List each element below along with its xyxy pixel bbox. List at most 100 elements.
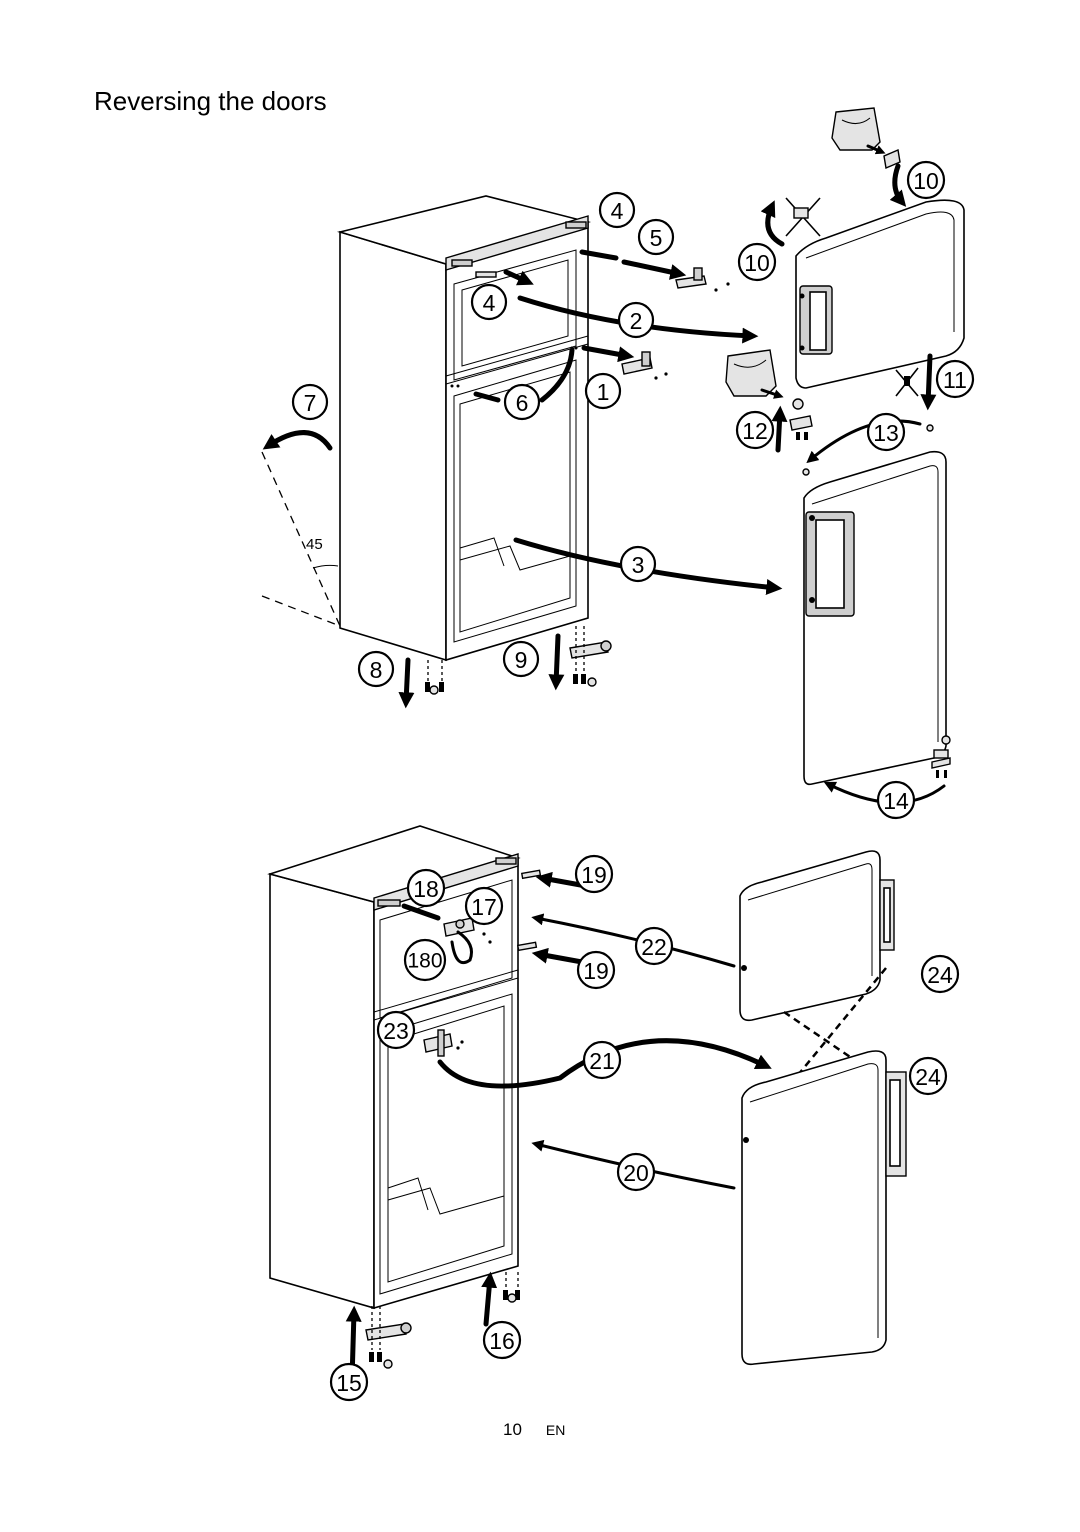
arrow-13-icon: [806, 419, 922, 464]
step-21: 21: [582, 1040, 622, 1080]
step-22: 22: [634, 926, 674, 966]
step-4a: 4: [598, 191, 636, 229]
arrow-4-hinge-icon: [579, 249, 619, 261]
arrow-6-curve-icon: [539, 347, 575, 403]
step-2: 2: [617, 301, 655, 339]
step-11: 11: [935, 359, 975, 399]
step-19b: 19: [576, 950, 616, 990]
step-14: 14: [876, 780, 916, 820]
tilt-angle-guide: 45: [261, 451, 341, 627]
bottom-door-pin: [931, 735, 951, 778]
freezer-door-reassembled: [739, 850, 895, 1022]
arrow-1-icon: [581, 345, 635, 363]
step-24a: 24: [920, 954, 960, 994]
step-8: 8: [357, 650, 395, 688]
svg-text:15: 15: [336, 1370, 362, 1396]
svg-text:11: 11: [943, 367, 967, 393]
fridge-cabinet-top: [336, 195, 592, 662]
middle-hinge-part: [621, 351, 668, 380]
svg-text:19: 19: [581, 862, 607, 888]
svg-text:19: 19: [583, 958, 609, 984]
step-labels: 4 5 4 2 1 6 7 3 8 9 10 10 11 12 13 14 19…: [291, 160, 975, 1402]
svg-text:24: 24: [927, 962, 953, 988]
svg-text:12: 12: [742, 418, 768, 444]
arrow-16-icon: [481, 1271, 498, 1327]
hinge-pin-part: [789, 398, 813, 440]
cover-pins: [516, 869, 589, 965]
svg-text:16: 16: [489, 1328, 515, 1354]
step-10b: 10: [737, 242, 777, 282]
svg-text:10: 10: [913, 168, 939, 194]
step-180: 180: [403, 938, 447, 982]
arrow-11-icon: [920, 353, 937, 411]
arrow-6-screws-icon: [473, 391, 501, 403]
arrow-5-icon: [621, 259, 687, 280]
step-18: 18: [406, 868, 446, 908]
step-1: 1: [584, 372, 622, 410]
step-7: 7: [291, 383, 329, 421]
bottom-hinge-reassembly: [365, 1306, 412, 1369]
step-9: 9: [502, 640, 540, 678]
step-23: 23: [376, 1010, 416, 1050]
svg-text:22: 22: [641, 934, 667, 960]
arrow-4-upper-icon: [503, 269, 534, 286]
arrow-8-icon: [398, 657, 415, 709]
svg-text:3: 3: [632, 552, 645, 578]
svg-text:14: 14: [883, 788, 909, 814]
angle-label: 45: [306, 536, 323, 553]
svg-text:8: 8: [370, 657, 383, 683]
arrow-9-icon: [548, 633, 565, 691]
top-hinge-reassembly: [401, 903, 492, 965]
step-13: 13: [866, 412, 906, 452]
svg-text:21: 21: [589, 1048, 615, 1074]
middle-hinge-reassembly: [423, 1029, 464, 1057]
svg-text:24: 24: [915, 1064, 941, 1090]
svg-text:180: 180: [407, 950, 442, 973]
foot-screws-reassembly: [503, 1272, 520, 1303]
no-screw-icon: [895, 367, 919, 397]
step-4b: 4: [470, 283, 508, 321]
svg-text:9: 9: [515, 647, 528, 673]
top-hinge-part: [675, 267, 730, 292]
svg-text:6: 6: [516, 390, 529, 416]
svg-text:17: 17: [471, 894, 497, 920]
svg-text:23: 23: [383, 1018, 409, 1044]
fridge-door: [803, 450, 947, 786]
step-3: 3: [619, 545, 657, 583]
hardware-bag-icon: [831, 107, 901, 169]
foot-screws: [425, 660, 444, 695]
step-15: 15: [329, 1362, 369, 1402]
step-19a: 19: [574, 854, 614, 894]
step-12: 12: [735, 410, 775, 450]
page-number: 10: [503, 1420, 522, 1439]
step-17: 17: [464, 886, 504, 926]
step-5: 5: [637, 218, 675, 256]
svg-text:13: 13: [873, 420, 899, 446]
arrow-21-icon: [437, 1038, 772, 1089]
step-16: 16: [482, 1320, 522, 1360]
svg-text:5: 5: [650, 225, 663, 251]
no-turn-icon: [760, 197, 821, 247]
step-10a: 10: [906, 160, 946, 200]
freezer-door: [795, 199, 965, 389]
svg-text:2: 2: [630, 308, 643, 334]
fridge-door-reassembled: [741, 1050, 907, 1366]
svg-text:18: 18: [413, 876, 439, 902]
svg-text:20: 20: [623, 1160, 649, 1186]
page-title: Reversing the doors: [94, 86, 327, 116]
tilt-arrow-icon: [262, 430, 333, 451]
svg-text:4: 4: [483, 290, 496, 316]
step-6: 6: [503, 383, 541, 421]
arrow-18-icon: [401, 903, 441, 921]
svg-text:7: 7: [304, 390, 317, 416]
step-20: 20: [616, 1152, 656, 1192]
bottom-hinge-part: [569, 626, 612, 687]
hardware-bag-icon-2: [725, 349, 784, 399]
arrow-12-icon: [771, 405, 788, 453]
svg-text:4: 4: [611, 198, 624, 224]
step-24b: 24: [908, 1056, 948, 1096]
svg-text:10: 10: [744, 250, 770, 276]
svg-text:1: 1: [597, 379, 610, 405]
